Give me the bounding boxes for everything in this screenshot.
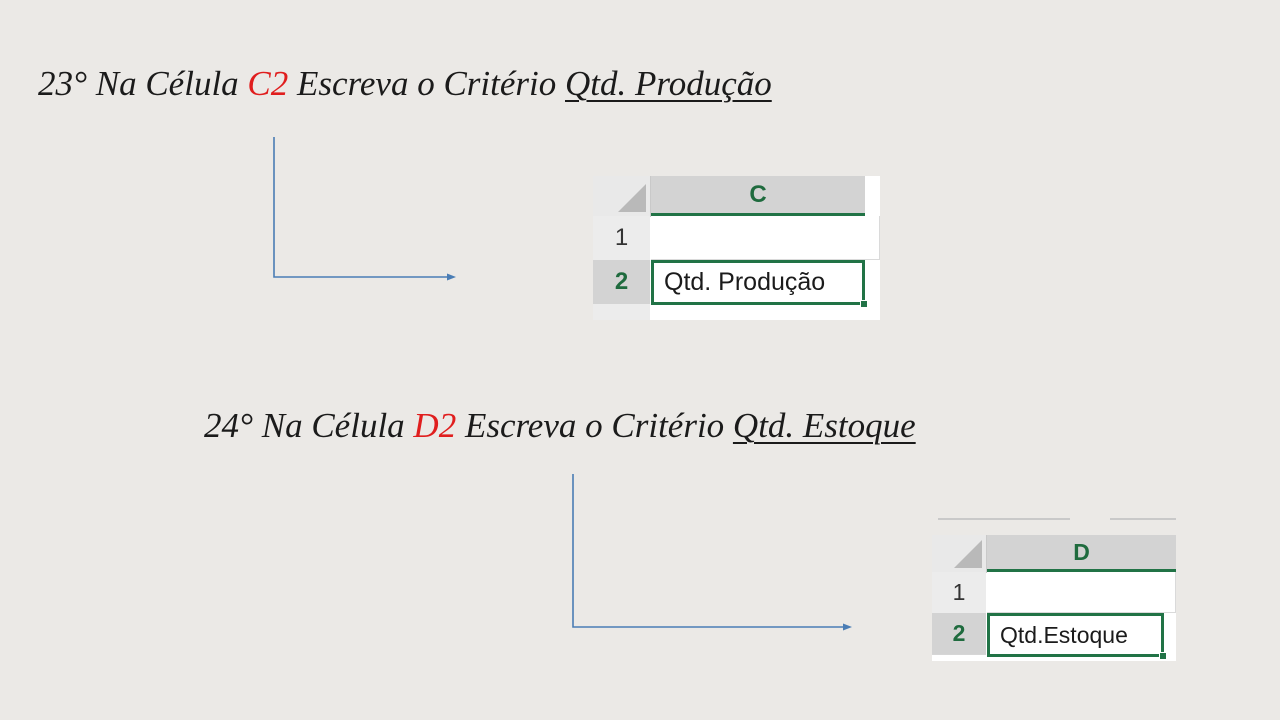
step-23-instruction: 23° Na Célula C2 Escreva o Critério Qtd.… xyxy=(38,66,772,101)
cell-reference: C2 xyxy=(247,64,289,103)
step-24-instruction: 24° Na Célula D2 Escreva o Critério Qtd.… xyxy=(204,408,916,443)
row-header[interactable] xyxy=(593,304,650,320)
toolbar-edge-fragment xyxy=(938,518,1178,522)
select-all-corner[interactable] xyxy=(593,176,651,217)
fill-handle[interactable] xyxy=(860,300,868,308)
cell-d2-selected[interactable]: Qtd.Estoque xyxy=(987,613,1164,657)
fill-handle[interactable] xyxy=(1159,652,1167,660)
arrow-right-icon xyxy=(572,474,852,631)
step-middle: Escreva o Critério xyxy=(456,406,733,445)
criterion-text: Qtd. Estoque xyxy=(732,406,916,445)
step-prefix: 24° Na Célula xyxy=(204,406,414,445)
select-all-corner[interactable] xyxy=(932,535,987,573)
column-header[interactable]: D xyxy=(987,535,1176,572)
spreadsheet-snippet-c: C 1 2 Qtd. Produção xyxy=(593,176,880,320)
row-header-active[interactable]: 2 xyxy=(593,260,650,305)
row-header[interactable]: 1 xyxy=(932,572,986,614)
row-header-active[interactable]: 2 xyxy=(932,613,986,655)
select-all-triangle-icon xyxy=(618,184,646,212)
cell-d1[interactable] xyxy=(987,572,1176,613)
select-all-triangle-icon xyxy=(954,540,982,568)
spreadsheet-snippet-d: D 1 2 Qtd.Estoque xyxy=(932,535,1176,661)
cell-c2-selected[interactable]: Qtd. Produção xyxy=(651,260,865,305)
step-middle: Escreva o Critério xyxy=(288,64,565,103)
column-header[interactable]: C xyxy=(651,176,865,216)
row-header[interactable]: 1 xyxy=(593,216,650,261)
arrow-right-icon xyxy=(273,137,456,281)
step-prefix: 23° Na Célula xyxy=(38,64,248,103)
cell-c1[interactable] xyxy=(651,216,880,260)
cell-reference: D2 xyxy=(413,406,457,445)
criterion-text: Qtd. Produção xyxy=(565,64,772,103)
